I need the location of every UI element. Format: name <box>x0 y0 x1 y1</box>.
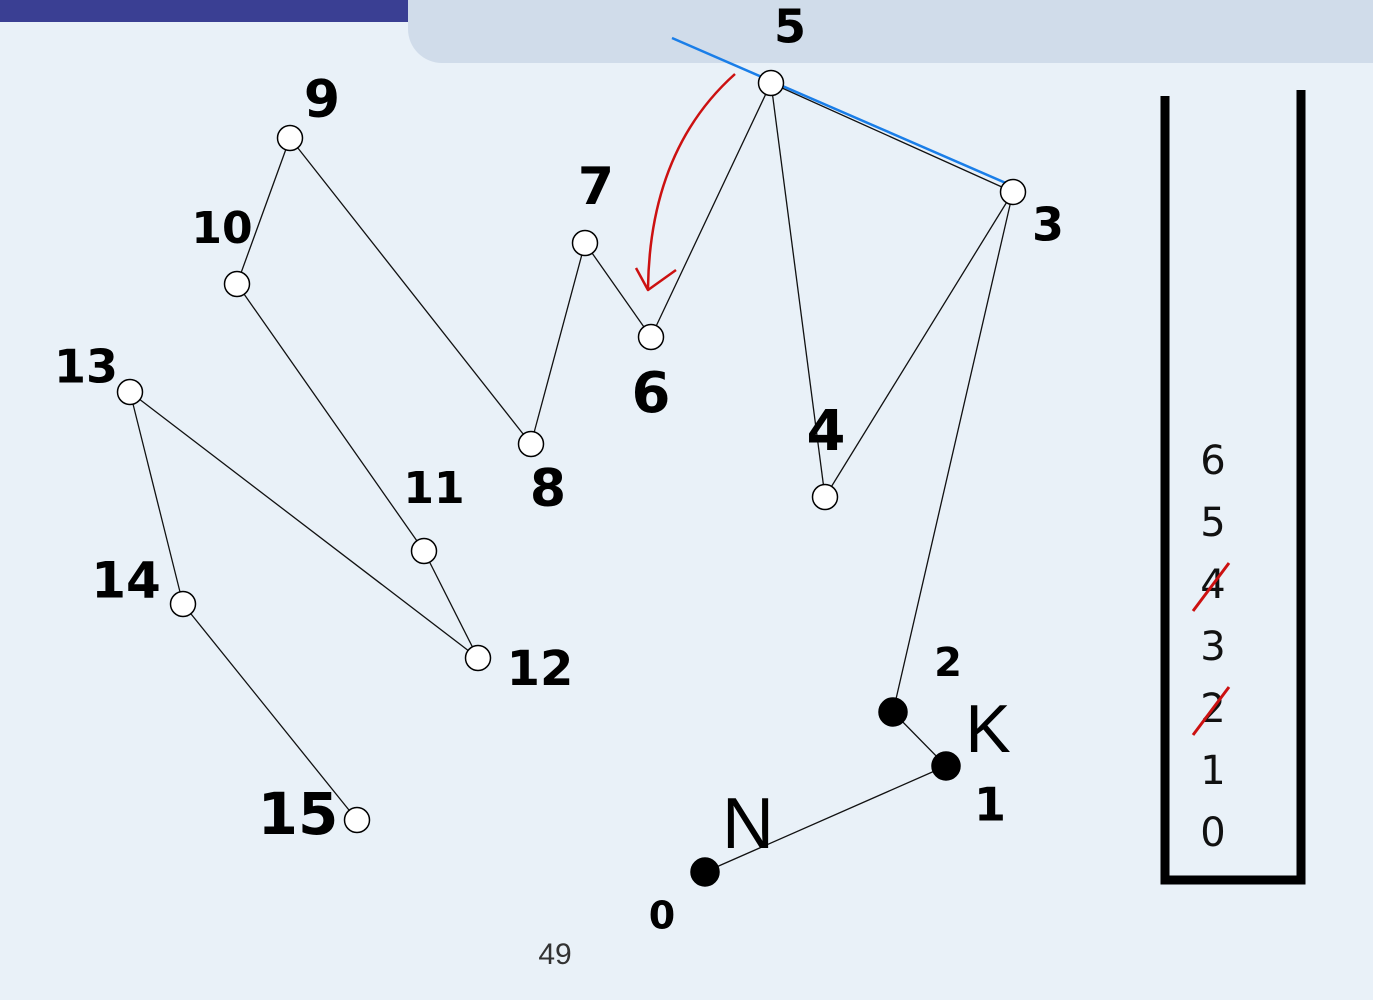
edge-9-10 <box>236 137 291 285</box>
node-label-15: 15 <box>258 780 339 848</box>
node-15 <box>343 806 371 834</box>
marker-n: N <box>722 784 774 864</box>
edge-12-13 <box>129 391 479 659</box>
marker-k: K <box>965 691 1010 767</box>
node-label-5: 5 <box>774 0 806 54</box>
node-13 <box>116 378 144 406</box>
node-label-3: 3 <box>1032 198 1064 252</box>
node-7 <box>571 229 599 257</box>
node-label-12: 12 <box>507 641 574 697</box>
node-11 <box>410 537 438 565</box>
node-label-8: 8 <box>530 459 566 519</box>
strike-mark-4 <box>1191 562 1231 612</box>
stack-item-5: 5 <box>1200 500 1225 546</box>
edge-0-1 <box>704 765 947 873</box>
stack-container: 6543210 <box>1160 90 1306 885</box>
header-banner <box>408 0 1373 63</box>
edge-7-8 <box>530 242 586 445</box>
edge-10-11 <box>236 283 425 552</box>
node-9 <box>276 124 304 152</box>
edge-14-15 <box>182 603 358 821</box>
stack-items: 6543210 <box>1191 438 1231 856</box>
page-number: 49 <box>538 938 572 971</box>
stack-item-3: 3 <box>1200 624 1225 670</box>
edge-3-5 <box>770 82 1014 193</box>
nodes-layer <box>116 69 1027 887</box>
node-label-2: 2 <box>934 640 962 686</box>
node-5 <box>757 69 785 97</box>
red-arrow-icon <box>646 73 736 289</box>
edge-13-14 <box>129 391 184 605</box>
header-strip <box>0 0 420 22</box>
stack-walls <box>1160 90 1306 885</box>
edge-2-3 <box>892 191 1014 713</box>
edge-4-5 <box>770 82 826 498</box>
node-label-4: 4 <box>807 399 846 464</box>
edge-8-9 <box>289 137 532 445</box>
node-label-14: 14 <box>91 552 161 610</box>
node-12 <box>464 644 492 672</box>
stack-item-1: 1 <box>1200 748 1225 794</box>
node-2 <box>878 697 908 727</box>
red-arrowhead-icon <box>634 267 677 292</box>
node-label-10: 10 <box>191 203 252 254</box>
edges-layer <box>129 82 1014 873</box>
node-0 <box>690 857 720 887</box>
stack-item-0: 0 <box>1200 810 1225 856</box>
tangent-line <box>671 36 1023 192</box>
node-8 <box>517 430 545 458</box>
node-6 <box>637 323 665 351</box>
node-label-6: 6 <box>632 361 671 426</box>
edge-5-6 <box>650 82 772 338</box>
node-4 <box>811 483 839 511</box>
node-3 <box>999 178 1027 206</box>
node-14 <box>169 590 197 618</box>
stack-item-6: 6 <box>1200 438 1225 484</box>
node-label-1: 1 <box>974 778 1006 832</box>
edge-3-4 <box>824 191 1014 498</box>
node-label-11: 11 <box>403 463 464 514</box>
strike-mark-2 <box>1191 686 1231 736</box>
node-10 <box>223 270 251 298</box>
node-label-9: 9 <box>304 70 340 130</box>
edge-11-12 <box>423 550 479 659</box>
node-1 <box>931 751 961 781</box>
node-label-13: 13 <box>54 340 118 394</box>
node-label-0: 0 <box>649 894 675 938</box>
node-label-7: 7 <box>578 157 614 217</box>
edge-6-7 <box>584 242 652 338</box>
